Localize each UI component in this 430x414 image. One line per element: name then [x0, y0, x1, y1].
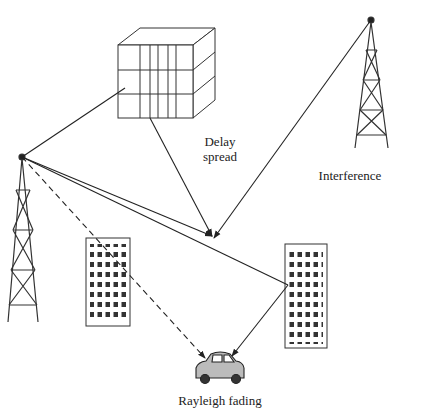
- left-tower: [8, 154, 38, 322]
- right-building: [285, 244, 327, 348]
- signal-paths: [22, 20, 371, 358]
- car: [196, 352, 244, 384]
- left-building: [86, 238, 130, 326]
- text-label: Delay spread: [195, 135, 245, 165]
- text-label: Rayleigh fading: [160, 394, 280, 409]
- text-label: Interference: [305, 169, 395, 184]
- wide-building: [118, 28, 215, 118]
- right-tower: [355, 17, 388, 148]
